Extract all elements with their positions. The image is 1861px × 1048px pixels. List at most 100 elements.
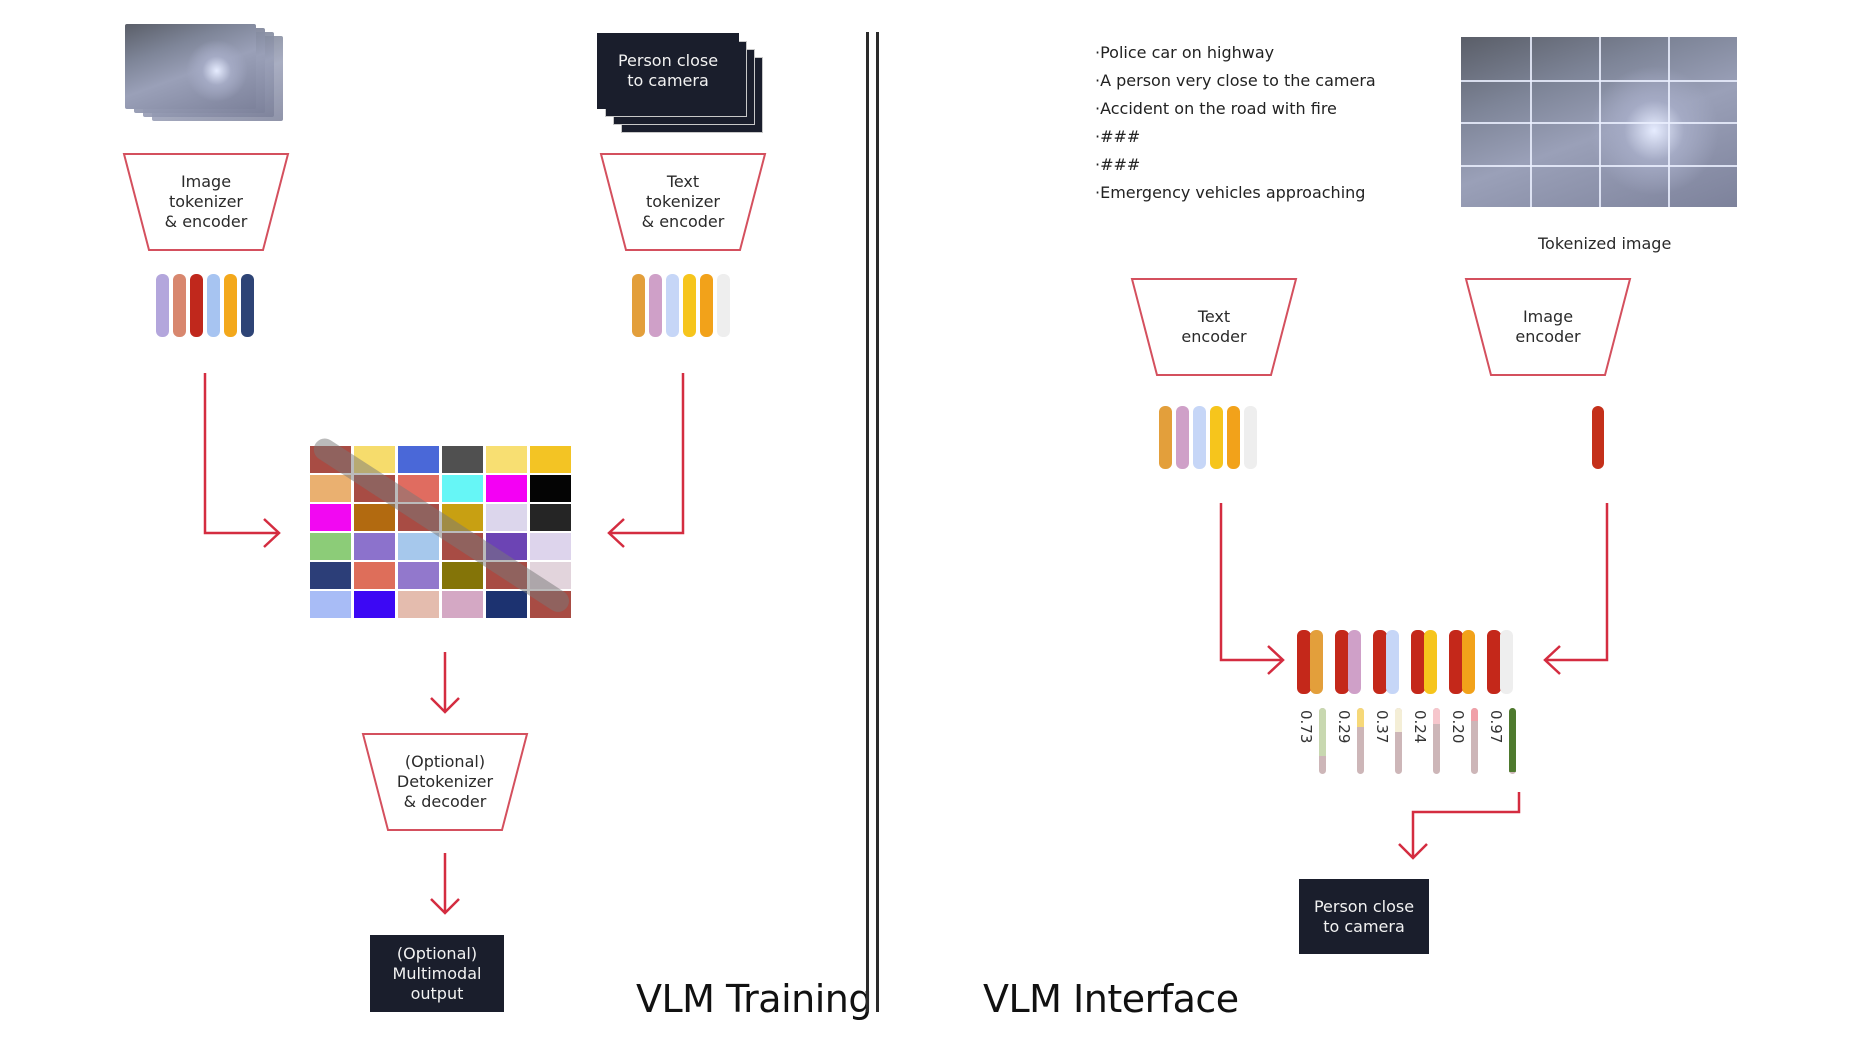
- grid-cell: [486, 475, 527, 502]
- pair-text-token: [1310, 630, 1323, 694]
- token-embedding: [173, 274, 186, 337]
- interface-title: VLM Interface: [983, 977, 1239, 1021]
- token-embedding: [1176, 406, 1189, 469]
- text-input-line: Person close: [617, 51, 719, 70]
- grid-cell: [398, 446, 439, 473]
- grid-cell: [530, 533, 571, 560]
- trapezoid-label-line: Detokenizer: [396, 772, 494, 791]
- grid-cell: [310, 475, 351, 502]
- token-embedding: [156, 274, 169, 337]
- arrow-decoder-to-output: [430, 853, 460, 915]
- grid-cell: [310, 533, 351, 560]
- token-embedding: [207, 274, 220, 337]
- token-embedding: [649, 274, 662, 337]
- pair-text-token: [1424, 630, 1437, 694]
- token-embedding: [666, 274, 679, 337]
- score-bar-fill: [1471, 708, 1478, 722]
- grid-line: [1461, 122, 1737, 124]
- input-text-stack: Person close to camera: [597, 33, 772, 133]
- score-bar: [1357, 708, 1364, 774]
- grid-line: [1461, 164, 1737, 167]
- trapezoid-label-line: Image: [180, 172, 232, 191]
- similarity-score: 0.24: [1411, 710, 1429, 744]
- trapezoid-label-line: & encoder: [641, 212, 725, 231]
- grid-cell: [398, 591, 439, 618]
- similarity-score: 0.97: [1487, 710, 1505, 744]
- image-frame: [125, 24, 256, 109]
- token-embedding: [1244, 406, 1257, 469]
- arrow-text-emb-to-pairs: [1219, 503, 1285, 675]
- pair-image-token: [1449, 630, 1463, 694]
- grid-cell: [398, 562, 439, 589]
- token-embedding: [1210, 406, 1223, 469]
- text-input-line: to camera: [627, 71, 709, 90]
- caption-item: ·###: [1095, 127, 1141, 146]
- token-embedding: [1227, 406, 1240, 469]
- grid-line: [1668, 37, 1670, 207]
- score-bar: [1395, 708, 1402, 774]
- grid-cell: [486, 504, 527, 531]
- token-embedding: [700, 274, 713, 337]
- output-line: output: [410, 983, 464, 1003]
- pair-image-token: [1487, 630, 1501, 694]
- similarity-score: 0.20: [1449, 710, 1467, 744]
- image-encoder: Image encoder: [1464, 278, 1632, 376]
- similarity-score: 0.73: [1297, 710, 1315, 744]
- token-embedding: [224, 274, 237, 337]
- grid-cell: [398, 533, 439, 560]
- similarity-score: 0.37: [1373, 710, 1391, 744]
- score-bar: [1509, 708, 1516, 774]
- caption-item: ·A person very close to the camera: [1095, 71, 1376, 90]
- text-tokenizer-encoder: Text tokenizer & encoder: [599, 153, 767, 251]
- token-embedding: [632, 274, 645, 337]
- grid-cell: [354, 504, 395, 531]
- tokenized-image: [1461, 37, 1737, 207]
- pair-text-token: [1348, 630, 1361, 694]
- trapezoid-label-line: Image: [1522, 307, 1574, 326]
- grid-cell: [354, 533, 395, 560]
- grid-cell: [310, 504, 351, 531]
- text-encoder: Text encoder: [1130, 278, 1298, 376]
- grid-cell: [486, 446, 527, 473]
- caption-item: ·Emergency vehicles approaching: [1095, 183, 1366, 202]
- multimodal-token-grid: [309, 434, 580, 626]
- image-tokenizer-encoder: Image tokenizer & encoder: [122, 153, 290, 251]
- output-line: to camera: [1323, 916, 1405, 936]
- score-bar: [1471, 708, 1478, 774]
- grid-cell: [486, 591, 527, 618]
- token-embedding: [190, 274, 203, 337]
- score-bar-fill: [1509, 708, 1516, 773]
- grid-cell: [310, 562, 351, 589]
- output-line: (Optional): [396, 943, 478, 963]
- grid-cell: [530, 475, 571, 502]
- caption-item: ·###: [1095, 155, 1141, 174]
- grid-cell: [354, 562, 395, 589]
- score-bar: [1319, 708, 1326, 774]
- trapezoid-label-line: encoder: [1181, 327, 1247, 346]
- input-image-stack: [125, 24, 295, 134]
- grid-cell: [530, 446, 571, 473]
- grid-cell: [442, 475, 483, 502]
- interface-output-box: Person close to camera: [1299, 879, 1429, 954]
- grid-cell: [442, 446, 483, 473]
- trapezoid-label-line: & decoder: [403, 792, 487, 811]
- pair-text-token: [1386, 630, 1399, 694]
- trapezoid-label-line: encoder: [1515, 327, 1581, 346]
- trapezoid-label-line: tokenizer: [168, 192, 243, 211]
- tokenized-image-label: Tokenized image: [1538, 234, 1672, 253]
- arrow-grid-to-decoder: [430, 652, 460, 714]
- training-title: VLM Training: [636, 977, 872, 1021]
- pair-text-token: [1462, 630, 1475, 694]
- grid-cell: [442, 562, 483, 589]
- trapezoid-label-line: (Optional): [404, 752, 486, 771]
- section-divider: [876, 32, 879, 1012]
- pair-text-token: [1500, 630, 1513, 694]
- arrow-image-to-grid: [203, 373, 281, 548]
- score-bar-fill: [1319, 708, 1326, 757]
- pair-image-token: [1297, 630, 1311, 694]
- caption-item: ·Accident on the road with fire: [1095, 99, 1337, 118]
- grid-cell: [354, 591, 395, 618]
- section-divider: [866, 32, 869, 1012]
- detokenizer-decoder: (Optional) Detokenizer & decoder: [361, 733, 529, 831]
- score-bar-fill: [1357, 708, 1364, 728]
